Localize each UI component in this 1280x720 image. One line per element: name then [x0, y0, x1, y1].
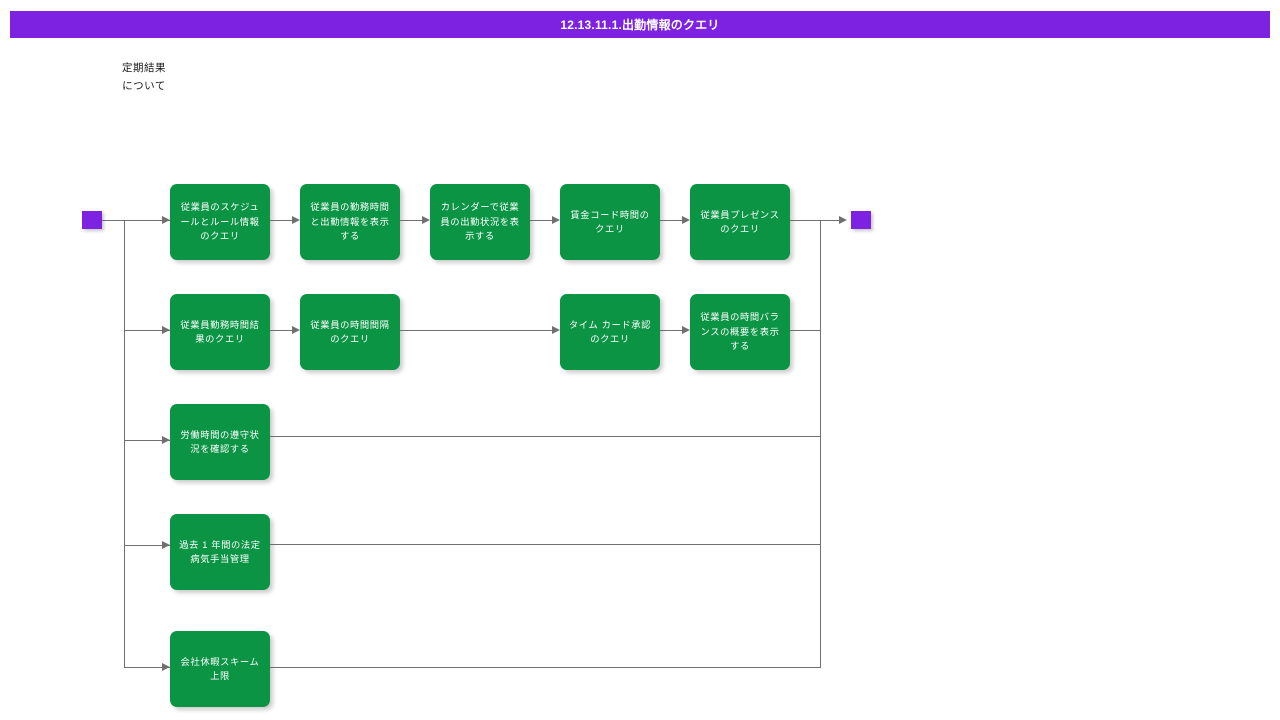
process-label: 賃金コード時間のクエリ [570, 209, 650, 234]
start-terminal[interactable] [82, 211, 102, 229]
connector-start-to-trunk [102, 220, 170, 221]
process-box-row5-1[interactable]: 会社休暇スキーム上限 [170, 631, 270, 707]
process-box-row1-5[interactable]: 従業員プレゼンスのクエリ [690, 184, 790, 260]
connector-row1-to-end [790, 220, 843, 221]
arrowhead-row1-2 [292, 215, 300, 224]
arrowhead-row-4-in [162, 540, 170, 549]
process-label: カレンダーで従業員の出勤状況を表示する [440, 202, 520, 242]
arrowhead-row-1-in [162, 215, 170, 224]
arrowhead-row1-3 [422, 215, 430, 224]
arrowhead-row1-4 [552, 215, 560, 224]
process-box-row4-1[interactable]: 過去 1 年間の法定病気手当管理 [170, 514, 270, 590]
connector-row2-3-to-4 [660, 330, 682, 331]
process-label: 従業員の勤務時間と出勤情報を表示する [310, 202, 390, 242]
connector-row1-4-to-5 [660, 220, 682, 221]
periodic-results-note: 定期結果 について [113, 58, 175, 94]
process-box-row1-1[interactable]: 従業員のスケジュールとルール情報のクエリ [170, 184, 270, 260]
arrowhead-row2-3 [552, 325, 560, 334]
process-box-row1-4[interactable]: 賃金コード時間のクエリ [560, 184, 660, 260]
connector-trunk-to-row-4 [124, 545, 170, 546]
process-box-row3-1[interactable]: 労働時間の遵守状況を確認する [170, 404, 270, 480]
arrowhead-row-5-in [162, 662, 170, 671]
process-label: 従業員のスケジュールとルール情報のクエリ [180, 202, 260, 242]
connector-row1-3-to-4 [530, 220, 552, 221]
arrowhead-row-2-in [162, 325, 170, 334]
connector-row4-to-right-trunk [270, 544, 821, 545]
process-box-row2-1[interactable]: 従業員勤務時間結果のクエリ [170, 294, 270, 370]
arrowhead-row2-4 [682, 325, 690, 334]
process-box-row2-2[interactable]: 従業員の時間間隔のクエリ [300, 294, 400, 370]
end-terminal[interactable] [851, 211, 871, 229]
process-box-row1-3[interactable]: カレンダーで従業員の出勤状況を表示する [430, 184, 530, 260]
connector-trunk-to-row-2 [124, 330, 170, 331]
connector-row2-2-to-3 [400, 330, 552, 331]
arrowhead-row1-5 [682, 215, 690, 224]
process-label: 会社休暇スキーム上限 [180, 656, 260, 681]
connector-trunk-to-row-3 [124, 440, 170, 441]
left-trunk [124, 220, 125, 667]
process-label: 従業員プレゼンスのクエリ [700, 209, 780, 234]
process-box-row2-3[interactable]: タイム カード承認のクエリ [560, 294, 660, 370]
process-box-row1-2[interactable]: 従業員の勤務時間と出勤情報を表示する [300, 184, 400, 260]
connector-row5-to-right-trunk [270, 667, 821, 668]
connector-row1-2-to-3 [400, 220, 422, 221]
arrowhead-row-3-in [162, 435, 170, 444]
right-trunk [820, 220, 821, 668]
page-title: 12.13.11.1.出勤情報のクエリ [560, 18, 720, 32]
arrowhead-end-terminal [839, 215, 847, 224]
process-label: タイム カード承認のクエリ [568, 319, 652, 344]
process-label: 従業員勤務時間結果のクエリ [180, 319, 260, 344]
arrowhead-row2-2 [292, 325, 300, 334]
process-label: 労働時間の遵守状況を確認する [180, 429, 260, 454]
connector-row1-1-to-2 [270, 220, 292, 221]
process-box-row2-4[interactable]: 従業員の時間バランスの概要を表示する [690, 294, 790, 370]
connector-row3-to-right-trunk [270, 436, 821, 437]
note-caption: 定期結果 について [122, 62, 166, 92]
page-title-bar: 12.13.11.1.出勤情報のクエリ [10, 11, 1270, 38]
connector-trunk-to-row-5 [124, 667, 170, 668]
process-label: 過去 1 年間の法定病気手当管理 [179, 539, 261, 564]
process-label: 従業員の時間バランスの概要を表示する [700, 312, 780, 352]
process-label: 従業員の時間間隔のクエリ [310, 319, 390, 344]
connector-row2-to-right-trunk [790, 330, 821, 331]
connector-row2-1-to-2 [270, 330, 292, 331]
